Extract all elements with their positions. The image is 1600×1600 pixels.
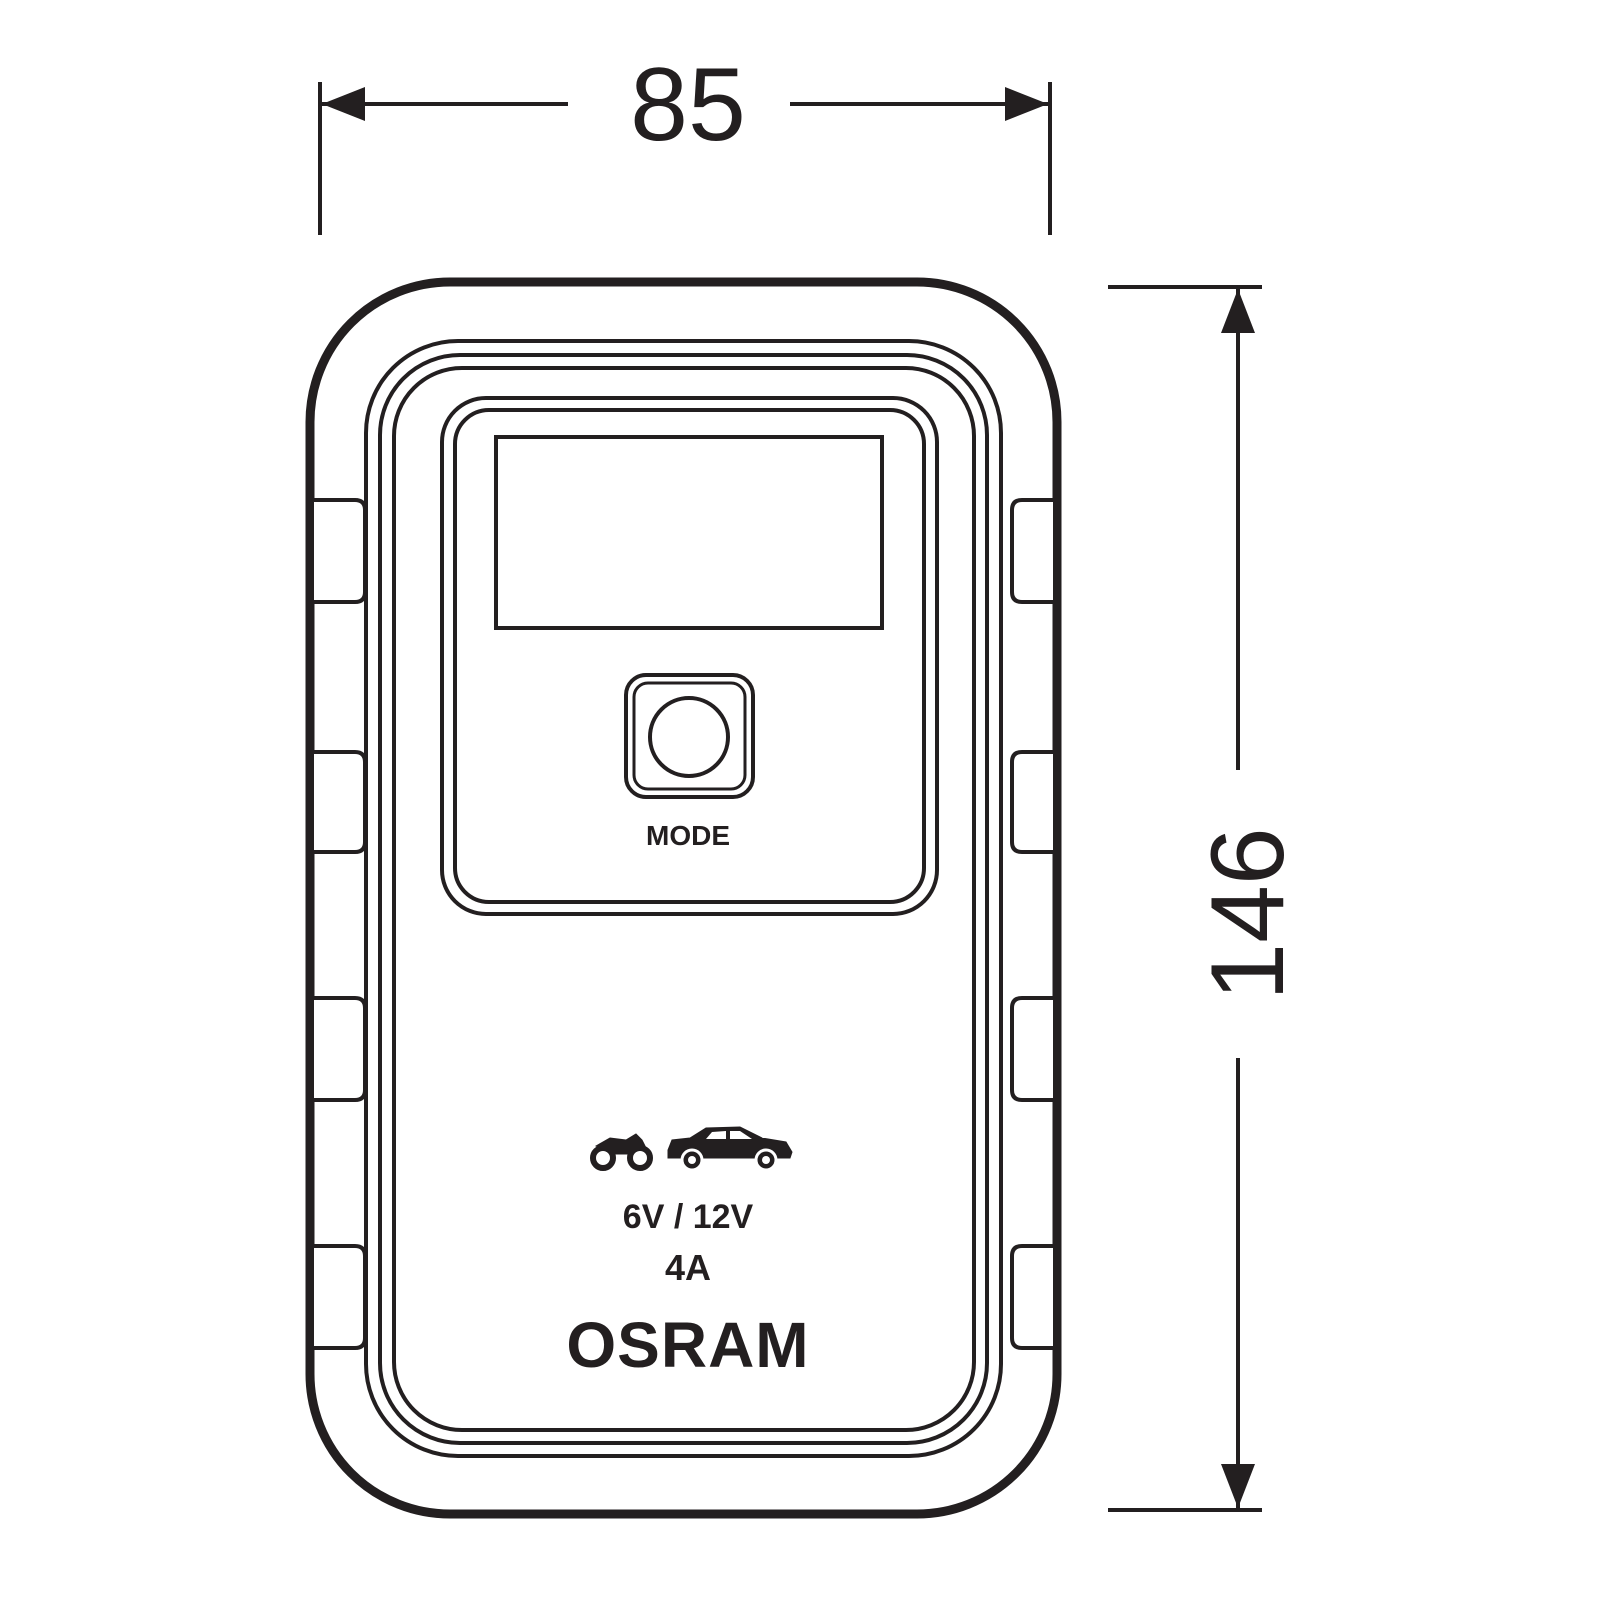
brand-logo: OSRAM <box>566 1309 809 1381</box>
motorcycle-icon <box>590 1133 653 1171</box>
left-side-clips <box>314 498 367 1350</box>
right-clip-3 <box>1010 996 1053 1102</box>
left-clip-2 <box>314 750 367 854</box>
height-label: 146 <box>1190 827 1306 1001</box>
charger-body <box>305 277 1062 1519</box>
mode-label: MODE <box>646 820 730 851</box>
mode-button[interactable] <box>624 673 755 799</box>
width-label: 85 <box>630 47 746 163</box>
inner-frame-outer <box>364 339 1003 1458</box>
right-side-clips <box>1010 498 1053 1350</box>
lcd-screen <box>494 435 884 630</box>
voltage-label: 6V / 12V <box>623 1198 754 1236</box>
left-clip-1 <box>314 498 367 604</box>
left-clip-4 <box>314 1244 367 1350</box>
right-clip-2 <box>1010 750 1053 854</box>
width-arrow-left <box>322 87 365 121</box>
inner-frame-inner <box>378 353 989 1445</box>
car-icon <box>667 1126 793 1172</box>
outer-housing <box>305 277 1062 1519</box>
height-dimension <box>1108 285 1262 1512</box>
front-panel <box>392 366 976 1432</box>
mode-button-bezel <box>632 681 747 791</box>
left-clip-3 <box>314 996 367 1102</box>
height-arrow-bottom <box>1221 1464 1255 1508</box>
width-arrow-right <box>1005 87 1048 121</box>
current-label: 4A <box>665 1247 711 1288</box>
height-arrow-top <box>1221 289 1255 333</box>
right-clip-4 <box>1010 1244 1053 1350</box>
mode-button-circle <box>648 696 730 778</box>
display-panel-inner <box>453 408 926 904</box>
right-clip-1 <box>1010 498 1053 604</box>
display-panel-outer <box>440 396 939 916</box>
